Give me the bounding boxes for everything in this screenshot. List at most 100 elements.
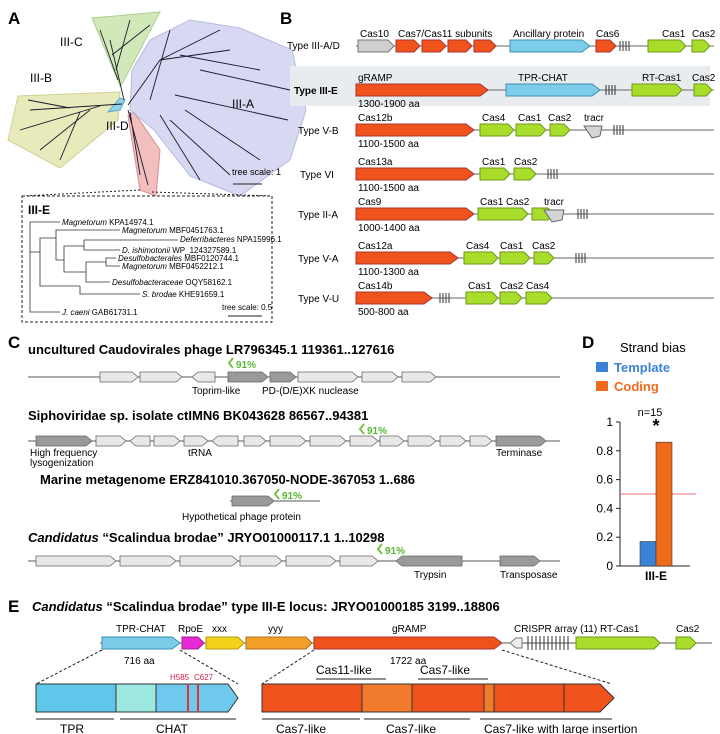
row-type-ii-a: Type II-A Cas9 Cas1 Cas2 tracr 1000-1400…	[298, 197, 714, 234]
gene-label: Cas6	[596, 29, 620, 40]
leaf-label: J. caeni GAB61731.1	[61, 308, 138, 317]
panel-d: D Strand bias Template Coding 00.20.40.6…	[582, 333, 696, 583]
domain-label: Cas7-like with large insertion	[484, 722, 637, 734]
locus-title: Candidatus “Scalindua brodae” JRYO010001…	[28, 530, 384, 545]
gene-label: Terminase	[496, 448, 543, 459]
gene-cas4	[463, 251, 499, 265]
gene-arrow	[239, 555, 283, 567]
gene-gramp	[355, 83, 489, 97]
gene-label: gRAMP	[358, 73, 393, 84]
gene-rpoe	[181, 636, 205, 650]
direction-icon	[358, 423, 365, 435]
y-tick-label: 0.4	[596, 501, 613, 515]
gene-small	[509, 637, 523, 649]
panel-a: A III-C III-B III-D III-A tree scale: 1 …	[7, 9, 307, 323]
domain-tpr	[35, 683, 117, 713]
gene-phage-protein	[231, 495, 275, 507]
gene-cas4	[525, 291, 553, 305]
clade-label-iii-a: III-A	[232, 97, 254, 111]
leaf-label: Magnetorum MBF0452212.1	[122, 262, 224, 271]
gene-rt-cas1	[631, 83, 683, 97]
legend-template: Template	[614, 360, 670, 375]
gene-label: Cas9	[358, 197, 382, 208]
type-label: Type VI	[300, 170, 334, 181]
gene-cas2	[499, 291, 523, 305]
gene-cas14b	[355, 291, 433, 305]
gene-label: RT-Cas1	[642, 73, 682, 84]
gene-label: Cas2	[676, 624, 700, 635]
domain-label: Cas7-like	[386, 722, 436, 734]
gene-ancillary	[509, 39, 591, 53]
row-type-v-a: Type V-A Cas12a Cas4 Cas1 Cas2 1100-1300…	[298, 241, 714, 278]
residue-label: C627	[194, 673, 214, 682]
gene-hfl	[35, 435, 93, 447]
type-label: Type III-E	[294, 86, 338, 97]
y-tick-label: 0.2	[596, 530, 613, 544]
locus-3: Marine metagenome ERZ841010.367050-NODE-…	[40, 472, 415, 523]
gene-arrow	[129, 435, 151, 447]
panel-e-label: E	[8, 597, 19, 616]
locus-title: Siphoviridae sp. isolate ctIMN6 BK043628…	[28, 408, 368, 423]
identity-label: 91%	[385, 546, 405, 557]
n-annotation: n=15	[638, 407, 663, 419]
size-label: 1100-1300 aa	[358, 267, 419, 278]
gene-label: Cas2	[532, 241, 556, 252]
gene-cas1	[499, 251, 531, 265]
size-label: 1300-1900 aa	[358, 99, 420, 110]
gene-arrow	[119, 555, 177, 567]
domain-label: TPR	[60, 722, 84, 734]
domain-label: Cas7-like	[276, 722, 326, 734]
gene-cas12b	[355, 123, 475, 137]
domain-cas7	[261, 683, 363, 713]
gene-arrow	[243, 435, 267, 447]
gene-arrow	[361, 371, 399, 383]
y-tick-label: 1	[606, 415, 613, 429]
significance-star: *	[652, 416, 659, 436]
size-label: 1100-1500 aa	[358, 139, 419, 150]
gene-label: tRNA	[188, 448, 212, 459]
gene-label: Cas2	[500, 281, 524, 292]
locus-2: Siphoviridae sp. isolate ctIMN6 BK043628…	[28, 408, 560, 469]
type-label: Type V-A	[298, 254, 339, 265]
gene-tpr-chat	[505, 83, 601, 97]
gene-cas2	[549, 123, 571, 137]
domain-arrows	[36, 678, 612, 720]
gene-arrow	[179, 555, 239, 567]
gene-label: Cas2	[514, 157, 538, 168]
gene-arrow	[139, 371, 183, 383]
locus-title: uncultured Caudovirales phage LR796345.1…	[28, 342, 394, 357]
gene-cas7	[395, 39, 421, 53]
gene-cas11	[473, 39, 497, 53]
gene-label: Cas1	[518, 113, 542, 124]
gene-arrow	[309, 435, 347, 447]
gene-cas12a	[355, 251, 459, 265]
gene-cas1	[479, 167, 511, 181]
gene-label: Trypsin	[414, 570, 446, 581]
gene-arrow	[401, 371, 437, 383]
gene-cas2	[533, 251, 555, 265]
tree-branches	[19, 19, 291, 186]
panel-c: C uncultured Caudovirales phage LR796345…	[8, 333, 560, 581]
type-label: Type V-U	[298, 294, 339, 305]
direction-icon	[273, 488, 280, 500]
gene-cas7	[421, 39, 447, 53]
clade-label-iii-c: III-C	[60, 35, 83, 49]
gene-label: Cas1	[482, 157, 506, 168]
bar-coding	[655, 441, 673, 567]
gene-label: CRISPR array (11)	[514, 624, 597, 635]
gene-label: Cas14b	[358, 281, 393, 292]
gene-label: Cas4	[526, 281, 550, 292]
identity-label: 91%	[367, 426, 387, 437]
tracr-shape	[543, 209, 565, 223]
gene-label: Cas10	[360, 29, 389, 40]
gene-label: Cas2	[506, 197, 530, 208]
panel-b-label: B	[280, 9, 292, 28]
gene-label: Cas13a	[358, 157, 393, 168]
leaf-label: Deferribacteres NPA15996.1	[180, 235, 282, 244]
domain-cas11	[483, 683, 495, 713]
direction-icon	[227, 357, 234, 369]
gene-transposase	[499, 555, 541, 567]
gene-cas2	[693, 83, 713, 97]
gene-arrow	[469, 435, 493, 447]
bar-chart: 00.20.40.60.81	[596, 415, 696, 573]
